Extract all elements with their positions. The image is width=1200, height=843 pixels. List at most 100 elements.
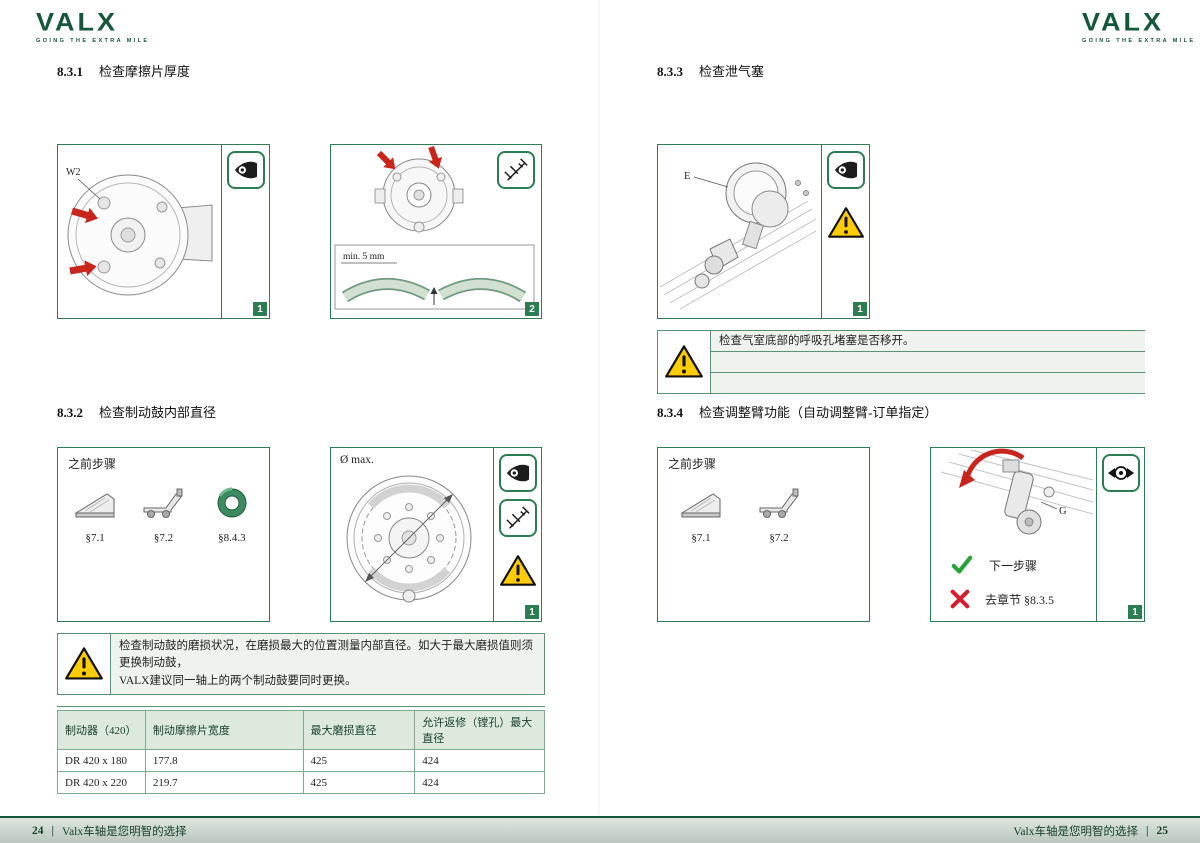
footer-separator: | [51,824,55,837]
page-footer: 24 | Valx车轴是您明智的选择 Valx车轴是您明智的选择 | 25 [0,816,1200,843]
note-empty-row [711,352,1145,373]
section-title: 检查制动鼓内部直径 [99,405,217,420]
valx-tagline: GOING THE EXTRA MILE [1082,38,1196,44]
section-number: 8.3.3 [657,64,683,79]
cell-max-wear: 425 [302,771,416,794]
table-header-row: 制动器（420） 制动摩擦片宽度 最大磨损直径 允许返修（镗孔）最大直径 [57,710,545,750]
figure-number-badge: 1 [253,302,267,316]
figure-8-3-4-1: G 下一步骤 去章节 §8.3.5 1 [930,447,1145,622]
cell-lining-width: 219.7 [144,771,304,794]
valx-logo-right: VALX GOING THE EXTRA MILE [1082,9,1196,44]
min-thickness-label: min. 5 mm [343,252,385,262]
check-icon [951,555,973,574]
col-header-rebore: 允许返修（镗孔）最大直径 [414,710,545,750]
previous-steps-8-3-4: 之前步骤 §7.1 §7.2 [657,447,870,622]
figure-number-badge: 2 [525,302,539,316]
previous-steps-title: 之前步骤 [68,457,117,471]
caliper-icon [497,151,535,189]
footer-slogan: Valx车轴是您明智的选择 [1013,825,1138,838]
prev-step-ref: §8.4.3 [218,532,246,544]
col-header-lining-width: 制动摩擦片宽度 [144,710,304,750]
auto-adjust-icon [1101,454,1140,492]
note-empty-row [57,695,545,707]
page-number-left: 24 [32,824,44,837]
cell-brake-model: DR 420 x 180 [57,749,146,772]
prev-step-ref: §7.2 [769,532,789,544]
cell-brake-model: DR 420 x 220 [57,771,146,794]
figure-icon-column [493,448,541,621]
cell-lining-width: 177.8 [144,749,304,772]
valx-logo-left: VALX GOING THE EXTRA MILE [36,9,150,44]
prev-step-ref: §7.1 [85,532,105,544]
figure-number-badge: 1 [525,605,539,619]
note-text: 检查气室底部的呼吸孔堵塞是否移开。 [711,331,1145,352]
wheel-chock-icon [680,493,721,518]
prev-step-ring: §8.4.3 [203,486,261,544]
cell-rebore: 424 [414,749,545,772]
figure-8-3-2-1: Ø max. 1 [330,447,542,622]
next-step-row: 下一步骤 [949,554,1037,576]
red-arrow-icon [71,207,98,224]
figure-8-3-1-2: min. 5 mm 2 [330,144,542,319]
note-text-line-1: 检查制动鼓的磨损状况，在磨损最大的位置测量内部直径。如大于最大磨损值则须更换制动… [119,640,533,670]
prev-step-jack: §7.2 [134,486,192,544]
diameter-max-label: Ø max. [340,454,374,466]
prev-step-ref: §7.1 [691,532,711,544]
warning-triangle-icon [827,206,865,245]
cell-rebore: 424 [414,771,545,794]
next-step-label: 下一步骤 [989,558,1038,573]
prev-step-chock: §7.1 [670,486,732,544]
figure-8-3-3-1: E 1 [657,144,870,319]
wheel-chock-icon [74,493,115,518]
jack-icon [759,488,799,518]
inspect-eye-icon [826,151,865,189]
callout-g: G [1059,506,1067,517]
chamber-illustration: E [659,162,817,310]
brake-spec-table: 制动器（420） 制动摩擦片宽度 最大磨损直径 允许返修（镗孔）最大直径 DR … [57,710,545,794]
red-arrow-icon [376,150,396,170]
section-number: 8.3.2 [57,405,83,420]
inspect-eye-icon [498,454,537,492]
cell-max-wear: 425 [302,749,416,772]
adjuster-illustration: G [940,448,1093,535]
red-arrow-icon [69,260,97,277]
prev-step-chock: §7.1 [66,486,124,544]
section-heading-8-3-2: 8.3.2 检查制动鼓内部直径 [57,402,216,421]
figure-number-badge: 1 [853,302,867,316]
callout-w2: W2 [66,167,80,178]
goto-section-label: 去章节 §8.3.5 [985,592,1055,607]
warning-triangle-icon [499,554,537,593]
goto-section-row: 去章节 §8.3.5 [949,588,1054,610]
figure-number-badge: 1 [1128,605,1142,619]
ring-seal-icon [217,487,247,518]
valx-tagline: GOING THE EXTRA MILE [36,38,150,44]
note-text-line-2: VALX建议同一轴上的两个制动鼓要同时更换。 [119,674,357,687]
red-arrow-icon [428,145,443,169]
figure-icon-column [1096,448,1144,621]
table-row: DR 420 x 180 177.8 425 424 [57,749,545,772]
previous-steps-items: §7.1 §7.2 [670,486,861,544]
section-number: 8.3.4 [657,405,683,420]
footer-right: Valx车轴是您明智的选择 | 25 [1013,823,1168,839]
inspect-eye-icon [226,151,265,189]
previous-steps-items: §7.1 §7.2 §8.4.3 [66,486,261,544]
lining-illustration: min. 5 mm [334,145,535,310]
previous-steps-title: 之前步骤 [668,457,717,471]
footer-separator: | [1145,824,1149,837]
col-header-max-wear: 最大磨损直径 [302,710,416,750]
jack-icon [143,488,183,518]
table-row: DR 420 x 220 219.7 425 424 [57,771,545,794]
drum-illustration: W2 [66,167,213,296]
note-empty-row [711,373,1145,394]
page-number-right: 25 [1156,824,1169,837]
note-text: 检查制动鼓的磨损状况，在磨损最大的位置测量内部直径。如大于最大磨损值则须更换制动… [111,633,545,695]
callout-e: E [684,171,690,182]
figure-icon-column [821,145,869,318]
figure-icon-column [221,145,269,318]
drum-diameter-illustration [346,475,472,603]
note-rows: 检查气室底部的呼吸孔堵塞是否移开。 [711,330,1145,394]
section-title: 检查摩擦片厚度 [99,64,191,79]
